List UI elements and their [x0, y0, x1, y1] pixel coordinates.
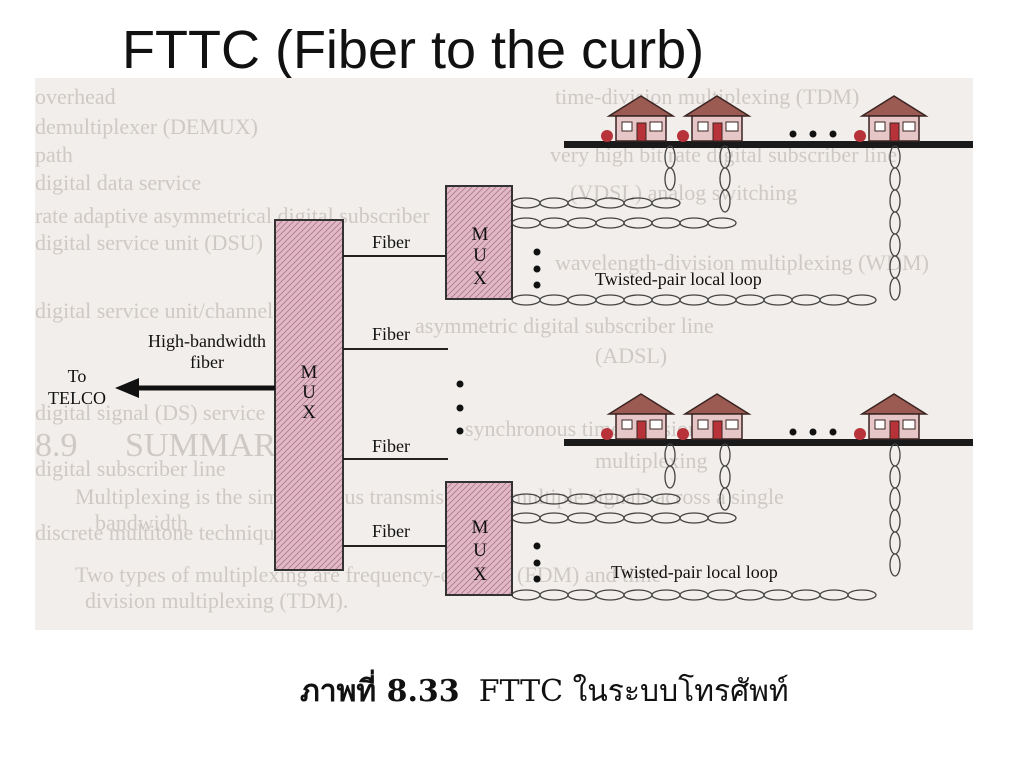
svg-text:bandwidth: bandwidth: [95, 510, 188, 535]
svg-text:discrete multitone technique: discrete multitone technique: [35, 520, 284, 545]
vertical-ellipsis: [456, 248, 541, 583]
mux-letter: U: [473, 245, 487, 266]
mux-letter: X: [302, 402, 316, 423]
twisted-pair-link: [847, 294, 877, 306]
fiber-label: Fiber: [372, 324, 410, 344]
svg-text:multiplexing: multiplexing: [595, 448, 707, 473]
ellipsis-dot: [809, 130, 817, 138]
mux-letter: X: [473, 268, 487, 289]
twisted-pair-link: [889, 277, 901, 301]
fiber-label: Fiber: [372, 232, 410, 252]
svg-text:path: path: [35, 142, 73, 167]
top-houses: [601, 95, 929, 142]
loop-label-bottom: Twisted-pair local loop: [611, 562, 778, 582]
ellipsis-dot: [789, 428, 797, 436]
twisted-pair-link: [664, 167, 676, 191]
top-mux-label: M U X: [472, 224, 489, 289]
top-mux-box: [445, 185, 513, 300]
mux-letter: X: [473, 564, 487, 585]
svg-text:digital subscriber line: digital subscriber line: [35, 456, 226, 481]
arrow-head-icon: [115, 378, 139, 398]
high-bandwidth-label: fiber: [190, 352, 224, 372]
svg-text:demultiplexer (DEMUX): demultiplexer (DEMUX): [35, 114, 258, 139]
high-bandwidth-label: High-bandwidth: [148, 331, 266, 351]
twisted-pair-link: [719, 487, 731, 511]
svg-text:Two types of multiplexing are: Two types of multiplexing are frequency-…: [75, 562, 669, 587]
svg-text:division multiplexing (TDM).: division multiplexing (TDM).: [85, 588, 348, 613]
mux-letter: M: [472, 224, 489, 245]
svg-text:digital service unit (DSU): digital service unit (DSU): [35, 230, 263, 255]
fiber-labels: Fiber Fiber Fiber Fiber: [372, 232, 410, 541]
svg-text:digital service unit/channel: digital service unit/channel: [35, 298, 273, 323]
ellipsis-dot: [829, 130, 837, 138]
loop-label-top: Twisted-pair local loop: [595, 269, 762, 289]
central-mux-box: [274, 219, 344, 571]
caption-text: FTTC ในระบบโทรศัพท์: [478, 674, 789, 709]
house-icon: [854, 95, 929, 142]
twisted-pair-link: [707, 512, 737, 524]
twisted-pair-chains: [511, 145, 901, 601]
bottom-mux-label: M U X: [472, 517, 489, 585]
svg-text:asymmetric digital subscriber: asymmetric digital subscriber line: [415, 313, 714, 338]
figure-caption: ภาพที่ 8.33 FTTC ในระบบโทรศัพท์: [300, 668, 789, 715]
svg-text:overhead: overhead: [35, 84, 116, 109]
house-icon: [601, 95, 676, 142]
house-icon: [601, 393, 676, 440]
svg-text:digital data service: digital data service: [35, 170, 201, 195]
svg-text:SUMMARY: SUMMARY: [125, 427, 299, 464]
top-street: [564, 141, 973, 148]
svg-text:8.9: 8.9: [35, 427, 78, 464]
twisted-pair-link: [651, 493, 681, 505]
svg-text:(VDSL) analog switching: (VDSL) analog switching: [570, 180, 797, 205]
fiber-label: Fiber: [372, 521, 410, 541]
background-noise: overhead time-division multiplexing (TDM…: [35, 84, 929, 613]
fiber-label: Fiber: [372, 436, 410, 456]
twisted-pair-link: [651, 197, 681, 209]
caption-label: ภาพที่ 8.33: [300, 674, 460, 709]
slide-title: FTTC (Fiber to the curb): [122, 20, 705, 80]
mux-letter: U: [302, 382, 316, 403]
svg-text:rate adaptive asymmetrical dig: rate adaptive asymmetrical digital subsc…: [35, 203, 430, 228]
telco-label: TELCO: [48, 388, 106, 408]
twisted-pair-link: [707, 217, 737, 229]
house-icon: [854, 393, 929, 440]
svg-text:(ADSL): (ADSL): [595, 343, 667, 368]
svg-text:Multiplexing is the simultaneo: Multiplexing is the simultaneous transmi…: [75, 484, 784, 509]
svg-text:wavelength-division multiplexi: wavelength-division multiplexing (WDM): [555, 250, 929, 275]
house-icon: [677, 393, 752, 440]
mux-letter: M: [301, 362, 318, 383]
mux-letter: M: [472, 517, 489, 538]
bottom-houses: [601, 393, 929, 440]
mux-letter: U: [473, 540, 487, 561]
house-icon: [677, 95, 752, 142]
twisted-pair-link: [847, 589, 877, 601]
svg-text:digital signal (DS) service: digital signal (DS) service: [35, 400, 265, 425]
central-mux-label: M U X: [301, 362, 318, 423]
ellipsis-dot: [809, 428, 817, 436]
twisted-pair-link: [889, 553, 901, 577]
bottom-street: [564, 439, 973, 446]
ellipsis-dot: [789, 130, 797, 138]
twisted-pair-link: [664, 465, 676, 489]
telco-label: To: [68, 366, 87, 386]
twisted-pair-link: [719, 189, 731, 213]
fttc-diagram: overhead time-division multiplexing (TDM…: [35, 78, 973, 630]
bottom-mux-box: [445, 481, 513, 596]
ellipsis-dot: [829, 428, 837, 436]
